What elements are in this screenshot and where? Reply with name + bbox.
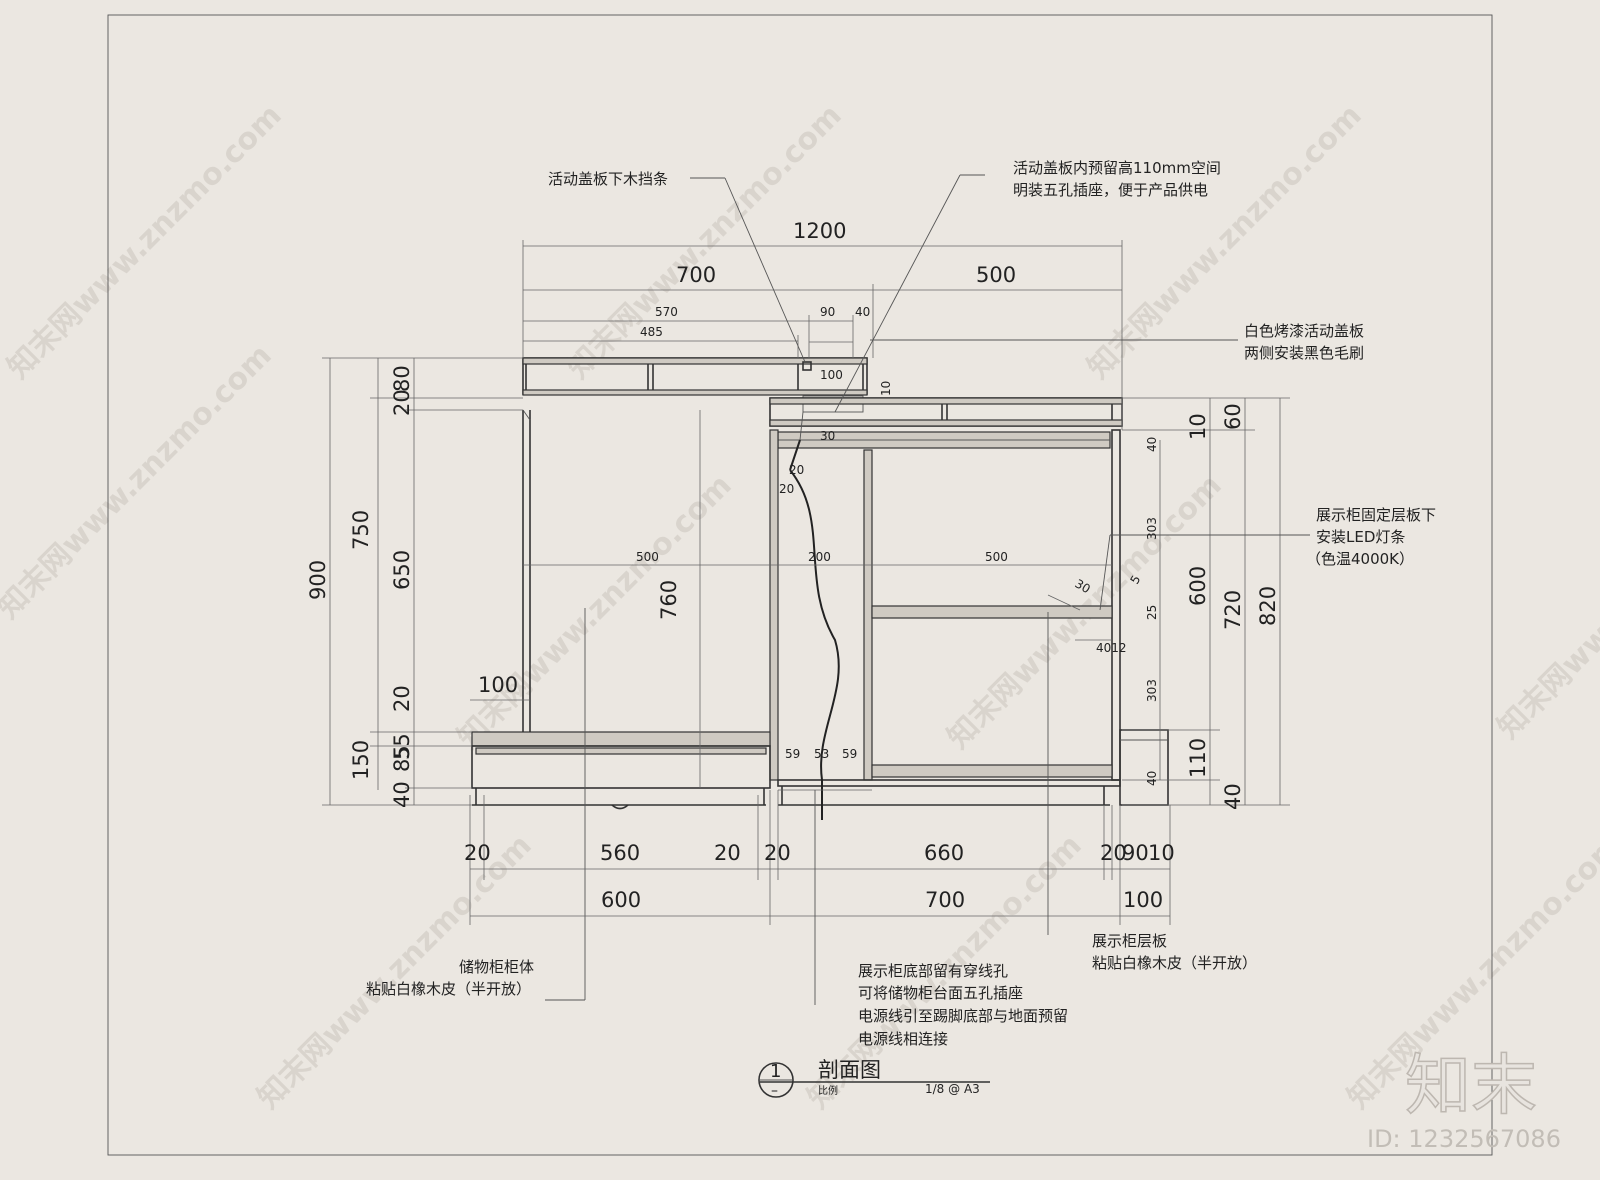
dim-bottom-100: 100	[1123, 888, 1163, 912]
dim-bottom-20b: 20	[714, 841, 741, 865]
watermark-text: 知末网www.znzmo.com	[1491, 458, 1600, 746]
note-cable-hole-4: 电源线相连接	[858, 1030, 948, 1048]
dim-485: 485	[640, 325, 663, 339]
dim-90: 90	[820, 305, 835, 319]
dim-bottom-600: 600	[601, 888, 641, 912]
dim-750: 750	[349, 510, 373, 550]
svg-text:–: –	[771, 1083, 778, 1099]
note-white-cover-2: 两侧安装黑色毛刷	[1244, 344, 1364, 362]
note-wood-strip: 活动盖板下木挡条	[548, 170, 668, 188]
dim-bottom-20a: 20	[464, 841, 491, 865]
title-name: 剖面图	[818, 1058, 881, 1082]
dim-650: 650	[390, 550, 414, 590]
sheet-border	[107, 14, 1493, 1156]
note-white-cover-1: 白色烤漆活动盖板	[1244, 322, 1364, 340]
dim-40-right-foot: 40	[1221, 783, 1245, 810]
dim-25: 25	[1145, 605, 1159, 620]
dim-4012: 4012	[1096, 641, 1127, 655]
dim-20-inner-b: 20	[779, 482, 794, 496]
dim-1200: 1200	[793, 219, 846, 243]
dim-30: 30	[820, 429, 835, 443]
dim-720: 720	[1221, 590, 1245, 630]
image-id: ID: 1232567086	[1367, 1125, 1561, 1153]
note-storage-1: 储物柜柜体	[459, 958, 534, 976]
drawing-title: 1 – 剖面图 比例 1/8 @ A3	[758, 1058, 990, 1099]
dim-40: 40	[855, 305, 870, 319]
dim-10-cover: 10	[879, 381, 893, 396]
dim-40-right-bottom: 40	[1145, 771, 1159, 786]
title-number: 1	[770, 1061, 781, 1082]
dim-bottom-660: 660	[924, 841, 964, 865]
dim-20-top: 20	[390, 389, 414, 416]
dim-900: 900	[306, 560, 330, 600]
watermark-text: 知末网www.znzmo.com	[1081, 98, 1369, 386]
dim-10-right: 10	[1186, 413, 1210, 440]
annotations: 活动盖板下木挡条 活动盖板内预留高110mm空间 明装五孔插座，便于产品供电 白…	[366, 159, 1436, 1048]
dim-20-inner-a: 20	[789, 463, 804, 477]
dim-bottom-20c: 20	[764, 841, 791, 865]
dim-600-right: 600	[1186, 566, 1210, 606]
cabinet-section	[471, 357, 1169, 820]
dim-bottom-90: 90	[1122, 841, 1149, 865]
dim-bottom-560: 560	[600, 841, 640, 865]
dim-303-bottom: 303	[1145, 679, 1159, 702]
dimension-labels: 1200 700 500 570 485 90 40 100 10 30 900…	[306, 219, 1280, 912]
dim-55: 55	[390, 733, 414, 760]
note-cable-hole-2: 可将储物柜台面五孔插座	[858, 984, 1023, 1002]
dim-59-a: 59	[785, 747, 800, 761]
dim-60: 60	[1221, 403, 1245, 430]
dim-53: 53	[814, 747, 829, 761]
dim-570: 570	[655, 305, 678, 319]
dim-bottom-20d: 20	[1100, 841, 1127, 865]
dim-bottom-700: 700	[925, 888, 965, 912]
dim-500: 500	[976, 263, 1016, 287]
dim-30-led: 30	[1073, 576, 1093, 596]
dim-110: 110	[1186, 738, 1210, 778]
dim-59-b: 59	[842, 747, 857, 761]
dim-700: 700	[676, 263, 716, 287]
brand-logo: 知末	[1405, 1047, 1537, 1124]
dim-85: 85	[390, 745, 414, 772]
dim-820: 820	[1256, 586, 1280, 626]
note-cover-space-1: 活动盖板内预留高110mm空间	[1013, 159, 1221, 177]
watermark-text: 知末网www.znzmo.com	[1, 98, 289, 386]
dim-20-mid: 20	[390, 685, 414, 712]
note-cover-space-2: 明装五孔插座，便于产品供电	[1013, 181, 1208, 199]
dim-40-right-top: 40	[1145, 437, 1159, 452]
leader-lines	[545, 174, 1310, 1005]
scale-label: 比例	[818, 1084, 838, 1097]
dim-760: 760	[657, 580, 681, 620]
note-led-2: 安装LED灯条	[1316, 528, 1405, 546]
watermark-text: 知末网www.znzmo.com	[0, 338, 279, 626]
dim-150: 150	[349, 740, 373, 780]
note-storage-2: 粘贴白橡木皮（半开放）	[366, 980, 531, 998]
note-led-1: 展示柜固定层板下	[1316, 506, 1436, 524]
dim-303-top: 303	[1145, 517, 1159, 540]
dim-40-bottom: 40	[390, 781, 414, 808]
note-cable-hole-1: 展示柜底部留有穿线孔	[858, 962, 1008, 980]
watermark-text: 知末网www.znzmo.com	[451, 468, 739, 756]
note-cable-hole-3: 电源线引至踢脚底部与地面预留	[858, 1007, 1068, 1025]
note-shelf-2: 粘贴白橡木皮（半开放）	[1092, 954, 1257, 972]
watermark-layer: 知末网www.znzmo.com 知末网www.znzmo.com 知末网www…	[0, 98, 1600, 1116]
scale-value: 1/8 @ A3	[925, 1082, 980, 1096]
dim-200: 200	[808, 550, 831, 564]
dim-500-right: 500	[985, 550, 1008, 564]
dimension-lines	[322, 240, 1290, 1000]
dim-80: 80	[390, 365, 414, 392]
note-shelf-1: 展示柜层板	[1092, 932, 1167, 950]
dim-100-cover: 100	[820, 368, 843, 382]
note-led-3: （色温4000K）	[1306, 550, 1414, 568]
dim-100-gap: 100	[478, 673, 518, 697]
dim-bottom-10: 10	[1148, 841, 1175, 865]
dim-500-left: 500	[636, 550, 659, 564]
